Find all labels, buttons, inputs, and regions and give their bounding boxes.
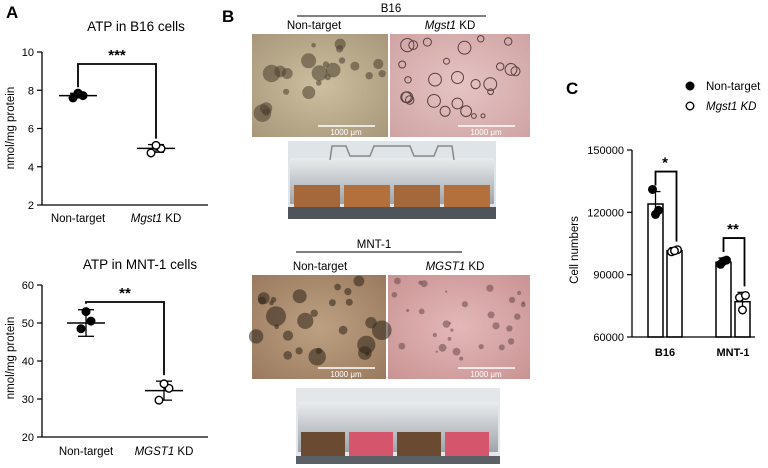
significance-label: **	[119, 285, 131, 302]
chart-title: ATP in B16 cells	[87, 19, 185, 34]
cell-line-label-b16: B16	[381, 3, 401, 15]
significance-label: ***	[108, 47, 126, 64]
data-point	[146, 148, 156, 158]
micrograph-mnt1-kd	[388, 275, 530, 379]
column-label-left: Non-target	[293, 261, 348, 273]
significance-label: **	[727, 221, 739, 238]
y-tick-label: 60000	[593, 332, 624, 344]
panel-label-c: C	[566, 79, 578, 98]
chart-atp-b16: ATP in B16 cells nmol/mg protein 246810 …	[5, 19, 208, 225]
y-tick-label: 30	[22, 394, 34, 406]
data-point	[741, 290, 751, 300]
scale-bar-label: 1000 μm	[470, 370, 502, 379]
y-tick-label: 4	[28, 162, 34, 174]
cell-line-label-mnt1: MNT-1	[357, 239, 392, 251]
bracket-line	[722, 237, 746, 287]
chart-title: ATP in MNT-1 cells	[83, 257, 198, 272]
bracket-line	[654, 170, 678, 242]
x-category-label: Mgst1 KD	[131, 213, 182, 225]
data-point	[81, 307, 91, 317]
data-marks	[59, 88, 175, 158]
y-tick-label: 10	[22, 47, 34, 59]
data-point	[651, 209, 661, 219]
y-tick-label: 90000	[593, 270, 624, 282]
y-tick-label: 40	[22, 356, 34, 368]
y-tick-label: 20	[22, 432, 34, 444]
x-category-label: B16	[655, 347, 675, 359]
x-category-label: Non-target	[59, 446, 114, 458]
legend-label: Mgst1 KD	[706, 101, 757, 113]
y-tick-label: 2	[28, 200, 34, 212]
y-tick-label: 50	[22, 318, 34, 330]
column-label-left: Non-target	[287, 20, 342, 32]
y-tick-label: 6	[28, 124, 34, 136]
data-marks	[67, 307, 183, 405]
spheroid-texture	[391, 277, 526, 361]
data-point	[719, 256, 729, 266]
significance-brackets: ***	[654, 155, 746, 287]
y-tick-label: 60	[22, 280, 34, 292]
bar	[647, 203, 664, 338]
significance-label: *	[662, 155, 668, 172]
legend-marker	[685, 101, 695, 111]
significance-bracket: **	[85, 285, 165, 376]
x-category-label: Non-target	[51, 213, 106, 225]
column-label-right: Mgst1 KD	[425, 20, 476, 32]
scale-bar-label: 1000 μm	[330, 128, 362, 137]
panel-label-b: B	[222, 7, 234, 26]
data-point	[86, 316, 96, 326]
column-label-right: MGST1 KD	[426, 261, 485, 273]
chart-atp-mnt1: ATP in MNT-1 cells nmol/mg protein 20 30 4…	[5, 257, 208, 458]
data-point	[648, 184, 658, 194]
x-category-label: MNT-1	[717, 347, 750, 359]
micrograph-b16-kd	[390, 34, 530, 137]
significance-bracket: ***	[77, 47, 157, 139]
bracket-line	[77, 63, 157, 139]
y-axis-label: nmol/mg protein	[5, 317, 17, 399]
data-point	[151, 140, 161, 150]
bar	[715, 261, 732, 338]
data-point	[154, 395, 164, 405]
spheroid-texture	[248, 275, 392, 366]
bar	[666, 250, 683, 338]
panel-b-images: B16 Non-target Mgst1 KD 1000 μm 1000 μm …	[248, 3, 530, 464]
bracket-line	[85, 301, 165, 376]
y-axis-ticks: 2 4 6 8 10	[22, 47, 42, 212]
data-point	[159, 379, 169, 389]
y-tick-label: 120000	[587, 207, 624, 219]
legend-label: Non-target	[706, 81, 761, 93]
y-axis-label: nmol/mg protein	[5, 87, 17, 169]
y-axis-ticks: 20 30 40 50 60	[22, 280, 42, 444]
scale-bar-label: 1000 μm	[470, 128, 502, 137]
y-tick-label: 8	[28, 85, 34, 97]
data-point	[670, 246, 680, 256]
spheroid-texture	[253, 38, 386, 122]
panel-label-a: A	[6, 3, 18, 22]
data-point	[76, 324, 86, 334]
scale-bar-label: 1000 μm	[330, 370, 362, 379]
data-marks	[647, 184, 751, 338]
micrograph-b16-nontarget	[252, 34, 388, 137]
data-point	[738, 305, 748, 315]
legend-marker	[685, 81, 695, 91]
x-category-label: MGST1 KD	[135, 446, 194, 458]
y-tick-label: 150000	[587, 145, 624, 157]
spheroid-texture	[398, 35, 521, 119]
data-point	[73, 88, 83, 98]
y-axis-label: Cell numbers	[569, 216, 581, 284]
